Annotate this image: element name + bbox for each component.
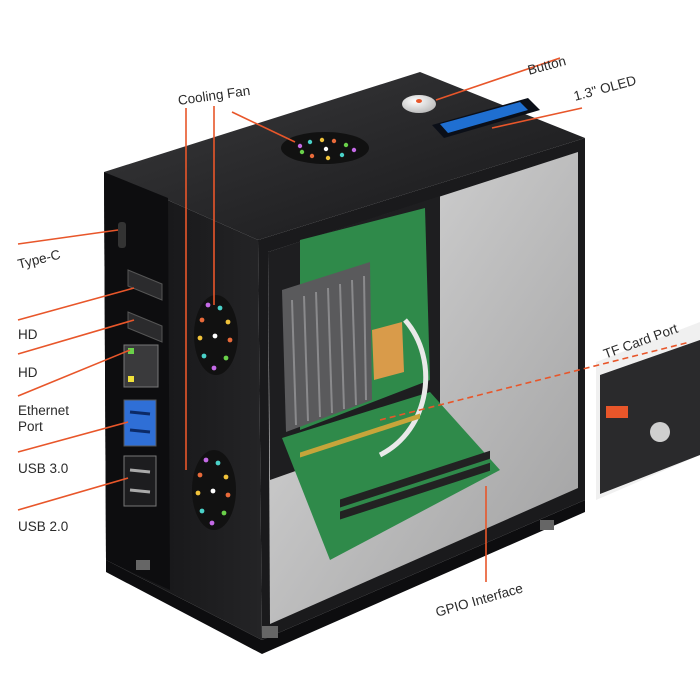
label-ethernet-port: Port — [18, 419, 43, 434]
label-usb3: USB 3.0 — [18, 461, 69, 476]
foot — [540, 520, 554, 530]
pcb-board — [282, 392, 500, 560]
label-hd-2: HD — [18, 365, 38, 380]
type-c-port-icon — [118, 222, 126, 248]
foot — [262, 626, 278, 638]
top-fan-vent — [281, 132, 369, 164]
side-fan-vent-upper — [194, 295, 238, 375]
side-fan-vent-lower — [192, 450, 236, 530]
ribbon-cable — [372, 322, 404, 380]
tf-card-inset — [596, 322, 700, 500]
usb2-port-icon — [123, 455, 157, 507]
foot — [136, 560, 150, 570]
ethernet-port-icon — [123, 344, 159, 388]
label-ethernet: Ethernet — [18, 403, 70, 418]
oled-screen — [432, 98, 540, 138]
white-cable — [378, 318, 429, 458]
heatsink — [282, 262, 372, 432]
button-led-icon — [416, 99, 422, 103]
gpio-header — [340, 450, 490, 520]
callout-lines — [17, 57, 691, 582]
pcb-pins — [300, 413, 420, 458]
hdmi-port-icon — [127, 269, 163, 343]
label-usb2: USB 2.0 — [18, 519, 69, 534]
usb3-port-icon — [123, 399, 157, 447]
power-button — [402, 95, 436, 113]
label-hd-1: HD — [18, 327, 38, 342]
